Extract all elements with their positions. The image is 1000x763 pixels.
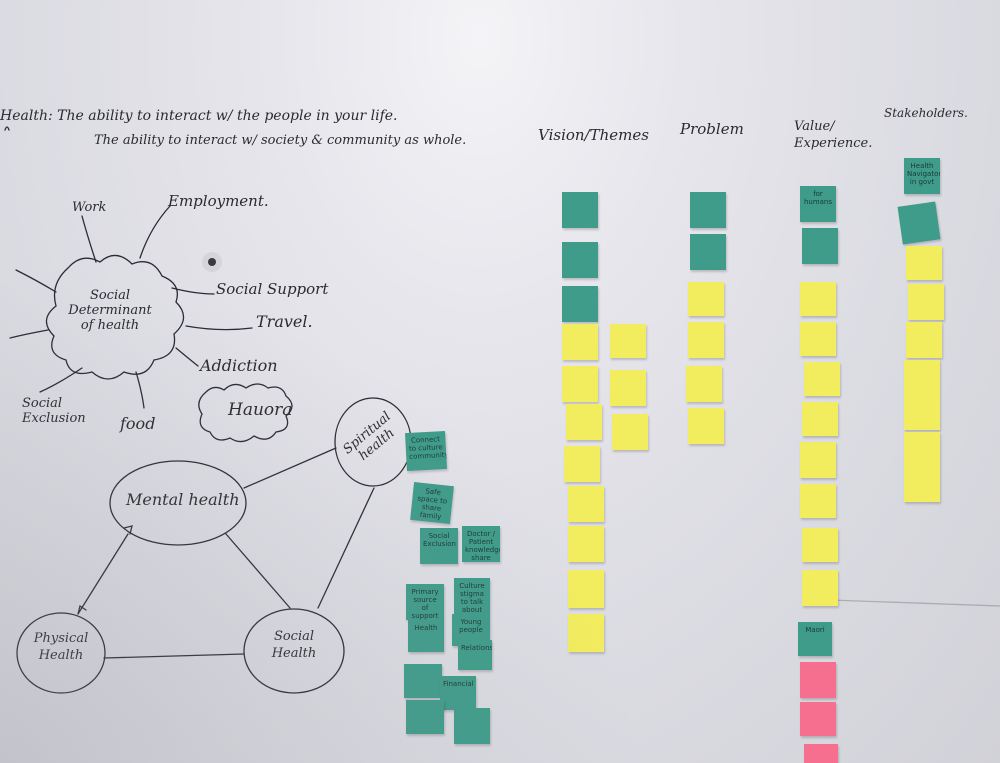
branch-travel-label: Travel. — [256, 312, 313, 331]
mental-health-ellipse — [109, 460, 247, 546]
sticky-note-stakeholder-3 — [906, 246, 942, 280]
branch-addiction — [175, 347, 199, 367]
sticky-note-cluster-c — [454, 708, 490, 744]
mental-health-label: Mental health — [126, 490, 240, 509]
sticky-note-culture-stigma: Culture stigma to talk about emotion — [454, 578, 490, 614]
sticky-note-problem-4 — [688, 322, 724, 358]
sticky-note-connect: Connect to culture community — [405, 430, 447, 472]
sticky-note-value-pink-3 — [804, 744, 838, 763]
sticky-note-value-8 — [800, 484, 836, 518]
sticky-note-vision-12 — [610, 324, 646, 358]
sticky-note-stakeholder-2 — [897, 201, 941, 245]
sticky-note-value-9 — [802, 528, 838, 562]
sticky-note-vision-3 — [562, 286, 598, 322]
sticky-note-vision-11 — [568, 614, 604, 652]
sticky-note-value-10 — [802, 570, 838, 606]
sticky-note-value-7 — [800, 442, 836, 478]
sticky-note-value-5 — [804, 362, 840, 396]
branch-work-label: Work — [72, 200, 107, 215]
sticky-note-vision-10 — [568, 570, 604, 608]
social-health-label: Social Health — [271, 629, 317, 661]
sticky-note-relationships: Relationships — [458, 640, 492, 670]
sticky-note-problem-3 — [688, 282, 724, 316]
sticky-note-for-humans: for humans — [800, 186, 836, 222]
header-line-1: Health: The ability to interact w/ the p… — [0, 108, 398, 124]
sticky-note-doctor-patient: Doctor / Patient knowledge share — [462, 526, 500, 562]
sticky-note-vision-9 — [568, 526, 604, 562]
sticky-note-value-3 — [800, 282, 836, 316]
sticky-note-vision-2 — [562, 242, 598, 278]
branch-food — [135, 371, 145, 409]
sticky-note-stakeholder-6 — [904, 360, 940, 394]
branch-social-support-label: Social Support — [216, 280, 329, 298]
sticky-note-cluster-b — [406, 700, 444, 734]
sticky-note-vision-6 — [566, 404, 602, 440]
branch-left-mid — [9, 329, 49, 339]
sticky-note-value-pink-2 — [800, 702, 836, 736]
sticky-note-cluster-a — [404, 664, 442, 698]
sticky-note-vision-7 — [564, 446, 600, 482]
sticky-note-social-exclusion: Social Exclusion — [420, 528, 458, 564]
sticky-note-stakeholder-7 — [904, 394, 940, 430]
sticky-note-value-pink-1 — [800, 662, 836, 698]
hauora-label: Hauora — [228, 400, 293, 420]
physical-health-ellipse — [16, 612, 106, 694]
sticky-note-maori: Maori — [798, 622, 832, 656]
sticky-note-problem-2 — [690, 234, 726, 270]
branch-employment-label: Employment. — [168, 192, 269, 210]
sticky-note-vision-4 — [562, 324, 598, 360]
sticky-note-vision-13 — [610, 370, 646, 406]
sticky-note-stakeholder-4 — [908, 284, 944, 320]
branch-left-top — [15, 269, 57, 293]
sticky-note-problem-5 — [686, 366, 722, 402]
branch-work — [81, 215, 97, 263]
column-heading-value: Value/ Experience. — [794, 119, 873, 151]
sticky-note-value-2 — [802, 228, 838, 264]
mindmap-cloud-outline — [45, 254, 185, 380]
sticky-note-safe-space: Safe space to share family — [410, 482, 454, 524]
physical-health-label: Physical Health — [33, 631, 89, 663]
sticky-note-health: Health — [408, 620, 444, 652]
sticky-note-financial: Financial — [440, 676, 476, 710]
branch-social-exclusion-label: Social Exclusion — [22, 396, 86, 426]
branch-food-label: food — [120, 414, 156, 433]
sticky-note-vision-8 — [568, 486, 604, 522]
branch-exclusion — [39, 367, 83, 393]
sticky-note-primary-support: Primary source of support — [406, 584, 444, 620]
branch-social-support — [171, 287, 215, 295]
sticky-note-stakeholder-5 — [906, 322, 942, 358]
sticky-note-stakeholder-8 — [904, 432, 940, 466]
sticky-note-value-4 — [800, 322, 836, 356]
hauora-cloud — [198, 383, 293, 443]
sticky-note-value-6 — [802, 402, 838, 436]
column-heading-stakeholders: Stakeholders. — [884, 106, 968, 120]
sticky-note-vision-14 — [612, 414, 648, 450]
branch-travel — [185, 325, 253, 331]
column-heading-vision: Vision/Themes — [538, 126, 649, 144]
sticky-note-health-navigators: Health Navigators in govt — [904, 158, 940, 194]
branch-employment — [139, 205, 171, 259]
column-heading-problem: Problem — [680, 120, 744, 138]
sticky-note-problem-6 — [688, 408, 724, 444]
branch-addiction-label: Addiction — [200, 356, 278, 375]
sticky-note-stakeholder-9 — [904, 466, 940, 502]
social-health-ellipse — [243, 608, 345, 694]
sticky-note-vision-5 — [562, 366, 598, 402]
sticky-note-problem-1 — [690, 192, 726, 228]
header-line-2: The ability to interact w/ society & com… — [94, 133, 467, 148]
sticky-note-vision-1 — [562, 192, 598, 228]
mindmap-center-label: Social Determinant of health — [68, 288, 152, 333]
